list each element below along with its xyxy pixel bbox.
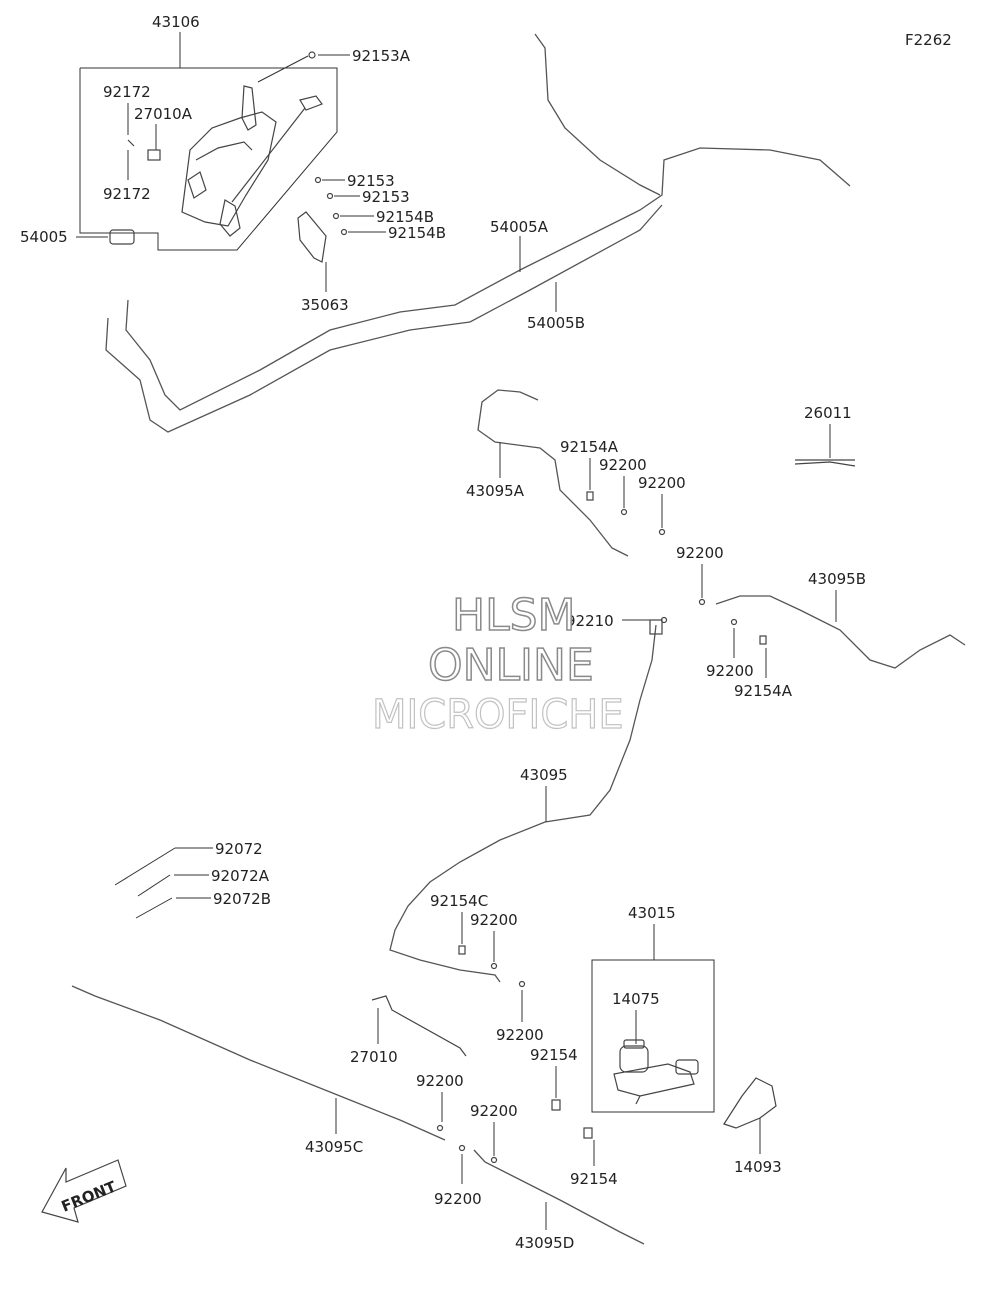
label-26011: 26011 <box>804 404 852 422</box>
label-92210: 92210 <box>566 612 614 630</box>
pedal-assembly-icon <box>181 85 323 237</box>
label-92153A: 92153A <box>352 47 411 65</box>
watermark-line2: ONLINE <box>428 640 594 691</box>
brake-line-54005A <box>125 147 851 411</box>
label-14093: 14093 <box>734 1158 782 1176</box>
brake-line-54005B <box>105 204 663 433</box>
brake-line-43095C <box>71 985 446 1141</box>
bolt-92154-b-icon <box>583 1127 593 1139</box>
label-92154-b: 92154 <box>570 1170 618 1188</box>
label-92153-a: 92153 <box>347 172 395 190</box>
leader-92153A <box>257 55 309 83</box>
brake-line-43095B <box>715 595 966 669</box>
label-92200-h: 92200 <box>470 1102 518 1120</box>
washer-92200-b-icon <box>658 528 666 536</box>
bolt-92154A-bottom-icon <box>759 635 767 645</box>
bolt-92154A-top-icon <box>586 491 594 501</box>
label-43106: 43106 <box>152 13 200 31</box>
label-27010A: 27010A <box>134 105 193 123</box>
label-54005A: 54005A <box>490 218 549 236</box>
brake-line-43095D <box>473 1149 645 1245</box>
label-27010: 27010 <box>350 1048 398 1066</box>
label-92154A-bottom: 92154A <box>734 682 793 700</box>
label-92154B-b: 92154B <box>388 224 446 242</box>
bracket-35063-icon <box>297 211 327 263</box>
switch-27010-icon <box>371 995 467 1057</box>
washer-92200-i-icon <box>458 1144 466 1152</box>
washer-92200-g-icon <box>436 1124 444 1132</box>
label-92200-i: 92200 <box>434 1190 482 1208</box>
label-92154-a: 92154 <box>530 1046 578 1064</box>
label-92200-b: 92200 <box>638 474 686 492</box>
label-92200-f: 92200 <box>496 1026 544 1044</box>
label-92200-a: 92200 <box>599 456 647 474</box>
label-54005: 54005 <box>20 228 68 246</box>
label-92154A-top: 92154A <box>560 438 619 456</box>
washer-92200-h-icon <box>490 1156 498 1164</box>
label-92072B: 92072B <box>213 890 271 908</box>
label-43095: 43095 <box>520 766 568 784</box>
fitting-43095-icon <box>649 619 663 635</box>
bracket-14093-icon <box>723 1077 777 1129</box>
brake-line-upper <box>534 33 661 196</box>
nut-92154B-a-icon <box>332 212 340 220</box>
front-arrow: FRONT <box>41 1159 127 1223</box>
label-92200-d: 92200 <box>706 662 754 680</box>
brake-line-43095 <box>389 624 657 983</box>
label-92154C: 92154C <box>430 892 488 910</box>
assembly-43015-box <box>591 959 715 1113</box>
assembly-43106: 43106 92153A 92172 27010A 92172 <box>79 13 411 251</box>
front-arrow-label: FRONT <box>59 1177 120 1215</box>
master-cylinder-icon <box>613 1039 699 1105</box>
label-92200-c: 92200 <box>676 544 724 562</box>
nut-92154B-b-icon <box>340 228 348 236</box>
label-43015: 43015 <box>628 904 676 922</box>
label-43095B: 43095B <box>808 570 866 588</box>
bolt-92153-a-icon <box>314 176 322 184</box>
label-92200-e: 92200 <box>470 911 518 929</box>
watermark-line1: HLSM <box>452 590 576 641</box>
label-92154B-a: 92154B <box>376 208 434 226</box>
label-14075: 14075 <box>612 990 660 1008</box>
washer-92200-c-icon <box>698 598 706 606</box>
label-92072A: 92072A <box>211 867 270 885</box>
label-43095A: 43095A <box>466 482 525 500</box>
clip-92172-icon <box>127 139 135 147</box>
hose-92072A-icon <box>137 874 171 897</box>
washer-92200-e-icon <box>490 962 498 970</box>
harness-26011-icon <box>794 459 856 467</box>
clamp-54005-icon <box>109 229 135 245</box>
label-35063: 35063 <box>301 296 349 314</box>
bolt-92154C-icon <box>458 945 466 955</box>
bolt-92153A-icon <box>308 51 316 59</box>
bolt-92153-b-icon <box>326 192 334 200</box>
washer-92200-a-icon <box>620 508 628 516</box>
label-92172-bottom: 92172 <box>103 185 151 203</box>
label-92153-b: 92153 <box>362 188 410 206</box>
washer-92200-d-icon <box>730 618 738 626</box>
watermark-line3: MICROFICHE <box>372 692 624 738</box>
label-43095C: 43095C <box>305 1138 363 1156</box>
washer-92200-f-icon <box>518 980 526 988</box>
hose-92072B-icon <box>135 897 173 919</box>
label-92200-g: 92200 <box>416 1072 464 1090</box>
label-92172-top: 92172 <box>103 83 151 101</box>
assembly-43106-box <box>79 67 338 251</box>
figure-code: F2262 <box>905 31 952 49</box>
bolt-92154-a-icon <box>551 1099 561 1111</box>
label-92072: 92072 <box>215 840 263 858</box>
label-43095D: 43095D <box>515 1234 574 1252</box>
label-54005B: 54005B <box>527 314 585 332</box>
brake-line-43095A <box>477 389 629 557</box>
switch-27010A-icon <box>147 149 161 161</box>
